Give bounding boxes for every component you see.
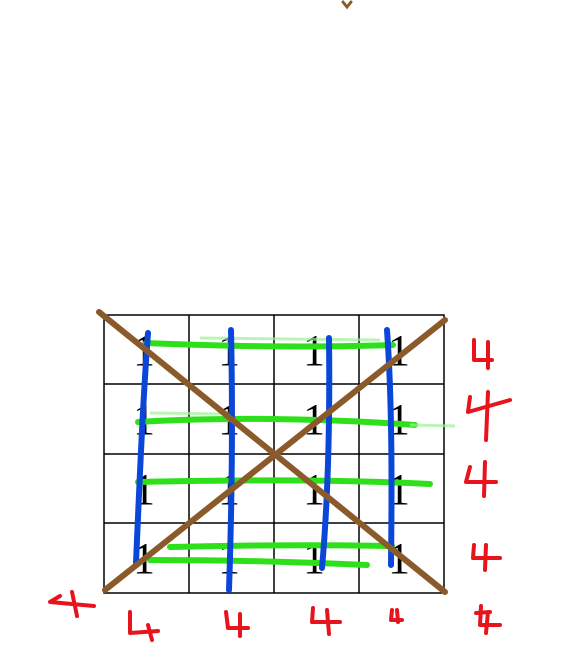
- col-sum-3: [310, 606, 342, 636]
- col-sum-marks: [48, 590, 502, 642]
- col-stroke-4: [384, 327, 395, 568]
- col-sum-4: [389, 608, 404, 624]
- col-stroke-1: [133, 330, 151, 566]
- diagonal-strokes: [96, 309, 448, 595]
- diag-sum-left: [48, 590, 96, 618]
- row-sum-1: [472, 338, 494, 370]
- diagonal-stroke-anti: [102, 317, 448, 593]
- col-sum-2: [224, 610, 250, 638]
- col-sum-values: 4 4 4 4 4 4: [0, 0, 8, 4]
- col-stroke-3: [319, 335, 333, 571]
- row-sum-3: [464, 460, 498, 498]
- row-stroke-1: [143, 340, 396, 350]
- row-stroke-4b: [147, 557, 370, 568]
- row-stroke-2: [135, 415, 418, 428]
- diag-sum-right: [474, 604, 502, 635]
- row-sum-2: [466, 390, 512, 442]
- stray-brown-mark: [341, 0, 353, 10]
- row-sum-4: [471, 543, 502, 572]
- cell-r0-c2: 1: [303, 326, 325, 375]
- col-strokes: [133, 327, 395, 593]
- row-stroke-3: [135, 477, 433, 487]
- row-stroke-2-fade: [149, 411, 231, 416]
- col-sum-1: [128, 610, 160, 642]
- row-stroke-1-fade: [199, 336, 381, 342]
- row-sum-marks: [464, 338, 512, 572]
- row-stroke-4a: [167, 542, 395, 550]
- col-stroke-2: [226, 327, 236, 593]
- diagonal-stroke-main: [96, 309, 448, 595]
- row-stroke-2-tail: [409, 423, 456, 428]
